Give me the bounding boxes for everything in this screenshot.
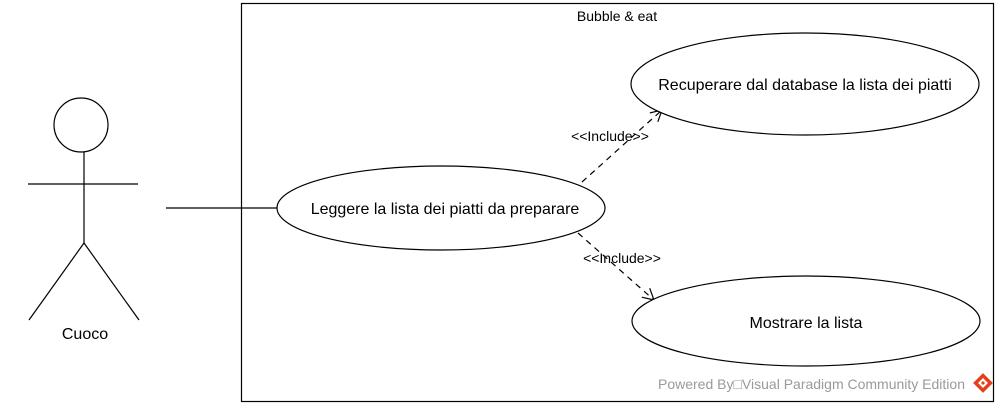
use-case-leggere-lista[interactable]: Leggere la lista dei piatti da preparare <box>276 165 606 251</box>
watermark-text: Powered By□Visual Paradigm Community Edi… <box>658 376 965 392</box>
actor-right-leg <box>83 242 140 321</box>
include-relation-fetch[interactable]: <<Include>> <box>571 109 663 183</box>
use-case-label: Mostrare la lista <box>750 315 863 332</box>
include-relation-show[interactable]: <<Include>> <box>577 232 661 301</box>
actor-name: Cuoco <box>62 326 108 343</box>
include-label-fetch: <<Include>> <box>571 128 649 144</box>
use-case-recuperare-database[interactable]: Recuperare dal database la lista dei pia… <box>630 32 980 136</box>
include-arrow-fetch <box>581 109 663 183</box>
include-arrow-show <box>577 232 655 301</box>
use-case-label: Recuperare dal database la lista dei pia… <box>658 77 952 94</box>
system-name: Bubble & eat <box>577 8 657 24</box>
use-case-ellipse <box>630 32 980 136</box>
actor-head <box>53 97 109 153</box>
use-case-mostrare-lista[interactable]: Mostrare la lista <box>631 275 981 367</box>
include-label-show: <<Include>> <box>583 250 661 266</box>
actor-left-leg <box>28 242 85 321</box>
use-case-ellipse <box>631 275 981 367</box>
watermark: Powered By□Visual Paradigm Community Edi… <box>658 373 993 393</box>
use-case-label: Leggere la lista dei piatti da preparare <box>311 201 580 218</box>
use-case-ellipse <box>276 165 606 251</box>
actor-cuoco[interactable]: Cuoco <box>28 97 140 343</box>
